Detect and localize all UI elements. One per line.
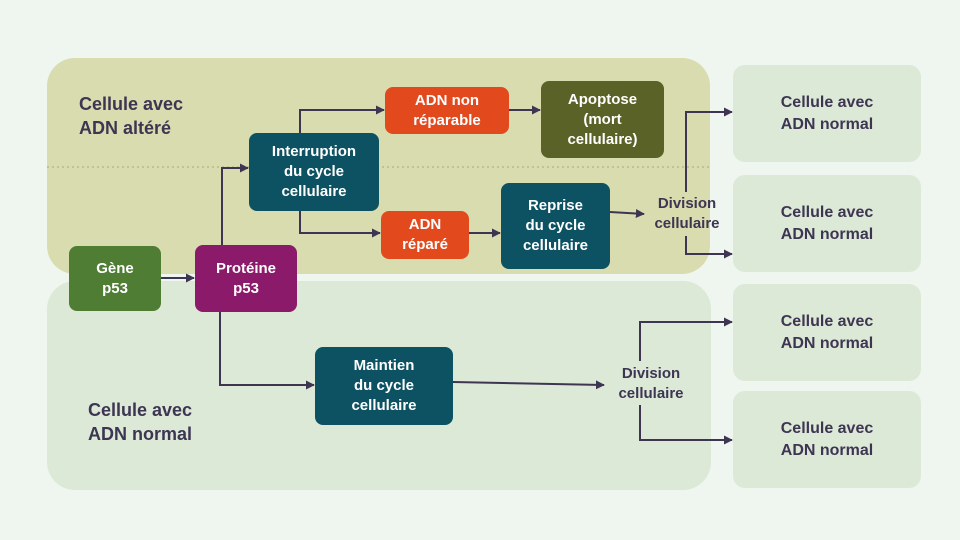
reprise-node: Reprise du cycle cellulaire — [501, 183, 610, 269]
maintien-node: Maintien du cycle cellulaire — [315, 347, 453, 425]
gene-p53-node: Gène p53 — [69, 246, 161, 311]
arrow-division-to-outcome-1 — [685, 107, 733, 192]
outcome-normal-cell-1: Cellule avec ADN normal — [733, 65, 921, 162]
arrow-division-to-outcome-3 — [639, 317, 733, 361]
outcome-normal-cell-4: Cellule avec ADN normal — [733, 391, 921, 488]
arrow-division-to-outcome-2 — [685, 236, 733, 259]
outcome-normal-cell-2: Cellule avec ADN normal — [733, 175, 921, 272]
arrow-protein-to-interruption — [221, 163, 249, 245]
protein-p53-node: Protéine p53 — [195, 245, 297, 312]
altered-region-label: Cellule avec ADN altéré — [79, 94, 184, 138]
apoptose-node: Apoptose (mort cellulaire) — [541, 81, 664, 158]
division-label-bottom: Division cellulaire — [606, 364, 696, 404]
adn-non-reparable-node: ADN non réparable — [385, 87, 509, 134]
arrow-protein-to-maintien — [219, 312, 315, 390]
outcome-normal-cell-3: Cellule avec ADN normal — [733, 284, 921, 381]
arrow-reprise-to-division — [609, 209, 645, 219]
adn-repare-node: ADN réparé — [381, 211, 469, 259]
arrow-interruption-to-repare — [299, 211, 381, 238]
interruption-node: Interruption du cycle cellulaire — [249, 133, 379, 211]
normal-region-label: Cellule avec ADN normal — [88, 400, 193, 444]
arrow-interruption-to-non-reparable — [299, 105, 385, 133]
division-label-top: Division cellulaire — [654, 195, 720, 232]
arrow-division-to-outcome-4 — [639, 405, 733, 445]
arrow-maintien-to-division — [452, 380, 605, 390]
